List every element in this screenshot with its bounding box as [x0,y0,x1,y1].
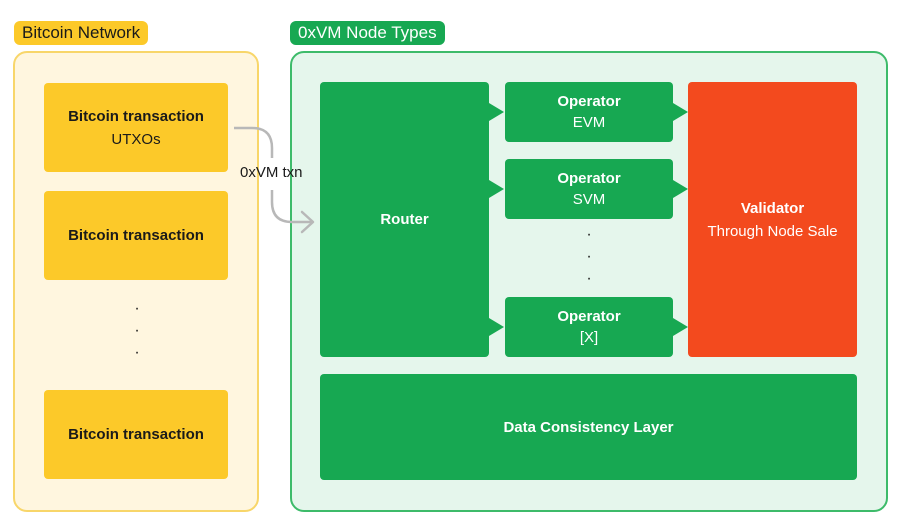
validator-box: Validator Through Node Sale [688,82,857,357]
operator-ellipsis: · · · [579,224,599,290]
bitcoin-transaction-utxos: Bitcoin transaction UTXOs [44,83,228,172]
data-layer-label: Data Consistency Layer [503,418,674,436]
bitcoin-transaction-2: Bitcoin transaction [44,191,228,280]
operator-title: Operator [557,308,621,325]
operator-title: Operator [557,93,621,110]
operator-svm: Operator SVM [505,159,673,219]
caret-right-icon [673,180,688,198]
operator-x: Operator [X] [505,297,673,357]
caret-right-icon [489,318,504,336]
ellipsis-dot: · [134,344,140,361]
operator-evm: Operator EVM [505,82,673,142]
router-box: Router [320,82,489,357]
bitcoin-transaction-3: Bitcoin transaction [44,390,228,479]
ellipsis-dot: · [586,226,592,243]
bitcoin-transaction-title: Bitcoin transaction [68,426,204,443]
bitcoin-network-label: Bitcoin Network [14,21,149,45]
router-label: Router [380,211,429,228]
operator-title: Operator [557,170,621,187]
bitcoin-transaction-title: Bitcoin transaction [68,227,204,244]
operator-sub: [X] [579,329,599,346]
data-consistency-layer: Data Consistency Layer [320,374,857,480]
node-types-label: 0xVM Node Types [290,21,445,45]
ellipsis-dot: · [134,322,140,339]
bitcoin-transaction-title: Bitcoin transaction [68,107,204,125]
ellipsis-dot: · [586,248,592,265]
caret-right-icon [673,318,688,336]
operator-sub: SVM [572,191,606,208]
bitcoin-ellipsis: · · · [127,298,147,364]
ellipsis-dot: · [134,300,140,317]
txn-label: 0xVM txn [240,164,303,181]
caret-right-icon [673,103,688,121]
ellipsis-dot: · [586,270,592,287]
utxos-label: UTXOs [111,130,161,148]
caret-right-icon [489,180,504,198]
validator-sub: Through Node Sale [707,222,838,240]
operator-sub: EVM [572,114,606,131]
validator-title: Validator [740,199,805,217]
caret-right-icon [489,103,504,121]
